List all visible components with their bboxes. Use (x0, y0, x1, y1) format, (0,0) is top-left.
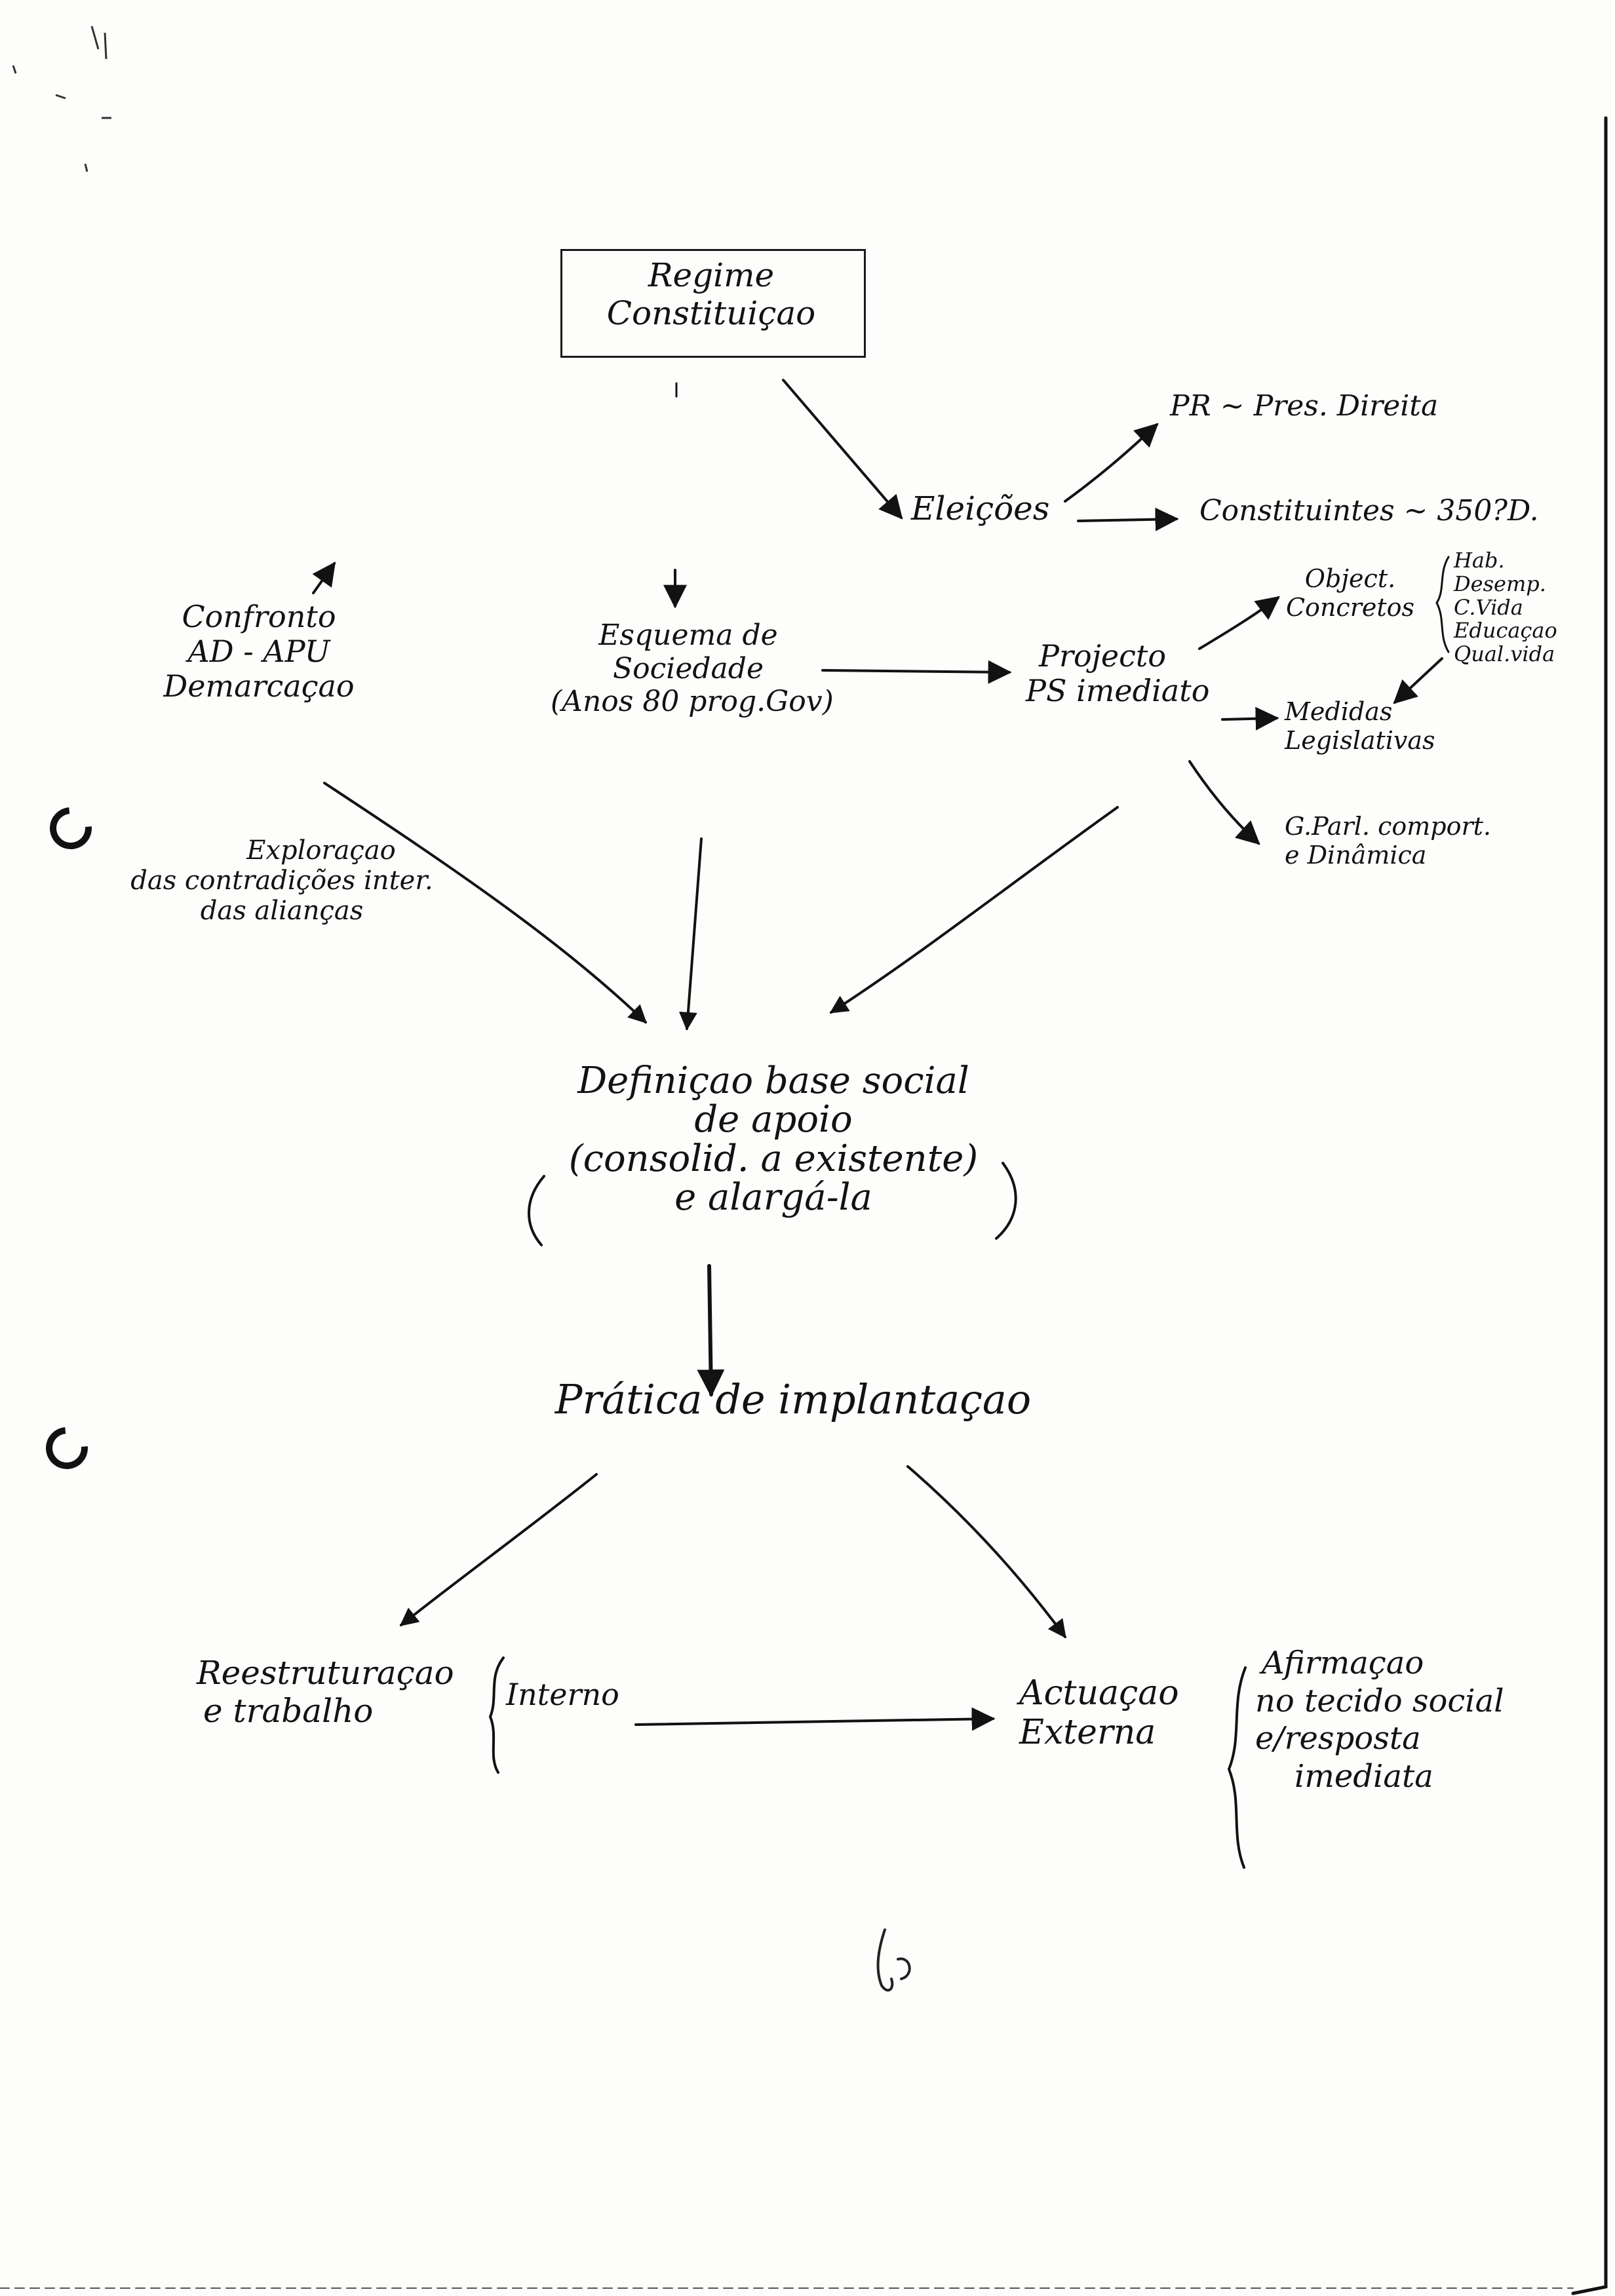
exploracao-line-3: das alianças (200, 896, 364, 926)
node-definicao: Definiçao base social de apoio (consolid… (472, 1062, 1075, 1217)
brace-interno (488, 1656, 505, 1774)
scan-specks (12, 26, 111, 172)
esquema-line-1: Esquema de (598, 619, 778, 652)
objectivos-item-4: Educaçao (1454, 618, 1557, 643)
brace-objectivos (1435, 556, 1450, 653)
afirmacao-line-4: imediata (1294, 1757, 1433, 1795)
node-medidas: Medidas Legislativas (1285, 697, 1435, 755)
node-projecto: Projecto PS imediato (1026, 639, 1209, 708)
page-edge-line (1571, 116, 1608, 2295)
node-interno: Interno (506, 1677, 619, 1712)
exploracao-line-2: das contradições inter. (130, 866, 433, 896)
projecto-line-1: Projecto (1039, 638, 1167, 674)
definicao-line-2: de apoio (694, 1098, 853, 1141)
node-gparl: G.Parl. comport. e Dinâmica (1285, 812, 1491, 870)
scribble-mark (876, 1928, 911, 1992)
arrow-confronto-up (312, 562, 336, 594)
confronto-line-1: Confronto (182, 599, 336, 634)
definicao-line-4: e alargá-la (674, 1176, 872, 1219)
arrow-eleicoes-to-pr (1064, 423, 1159, 503)
objectivos-item-5: Qual.vida (1454, 641, 1555, 667)
actuacao-line-2: Externa (1019, 1712, 1156, 1752)
objectivos-item-2: Desemp. (1454, 571, 1546, 596)
paren-left (528, 1175, 545, 1246)
objectivos-item-3: C.Vida (1454, 594, 1523, 620)
gparl-line-1: G.Parl. comport. (1285, 812, 1491, 841)
confronto-line-2: AD - APU (187, 633, 330, 669)
paren-right (995, 1162, 1017, 1240)
esquema-line-2: Sociedade (613, 651, 764, 685)
arrow-esquema-to-projecto (821, 660, 1012, 684)
projecto-line-2: PS imediato (1026, 672, 1210, 708)
objectivos-line-1: Object. (1304, 564, 1396, 593)
node-regime: Regime Constituiçao (567, 256, 855, 332)
arrow-projecto-to-medidas (1221, 706, 1279, 731)
node-afirmacao: Afirmaçao no tecido social e/resposta im… (1255, 1645, 1504, 1795)
node-actuacao: Actuaçao Externa (1019, 1674, 1179, 1753)
regime-line-1: Regime (648, 256, 775, 294)
regime-line-2: Constituiçao (606, 294, 816, 332)
afirmacao-line-1: Afirmaçao (1262, 1645, 1424, 1681)
brace-afirmacao (1227, 1666, 1247, 1869)
node-confronto: Confronto AD - APU Demarcaçao (131, 600, 387, 704)
node-objectivos-list: Hab. Desemp. C.Vida Educaçao Qual.vida (1454, 548, 1557, 667)
node-constituintes: Constituintes ~ 350?D. (1199, 494, 1539, 527)
gparl-line-2: e Dinâmica (1285, 840, 1427, 870)
node-pratica: Prática de implantaçao (555, 1375, 1032, 1423)
objectivos-item-1: Hab. (1454, 548, 1505, 573)
reestruturacao-line-1: Reestruturaçao (197, 1654, 454, 1692)
regime-box (560, 249, 866, 358)
esquema-line-3: (Anos 80 prog.Gov) (551, 685, 834, 719)
node-esquema: Esquema de Sociedade (Anos 80 prog.Gov) (551, 619, 834, 719)
afirmacao-line-2: no tecido social (1255, 1682, 1504, 1719)
afirmacao-line-3: e/resposta (1255, 1720, 1421, 1757)
medidas-line-2: Legislativas (1285, 725, 1435, 755)
arrow-projecto-to-definicao (829, 806, 1119, 1014)
medidas-line-1: Medidas (1285, 697, 1393, 726)
arrow-pratica-to-actuacao (906, 1465, 1066, 1639)
node-reestruturacao: Reestruturaçao e trabalho (197, 1654, 454, 1730)
actuacao-line-1: Actuaçao (1019, 1674, 1179, 1713)
arrow-esquema-to-definicao (678, 837, 703, 1031)
node-objectivos: Object. Concretos (1278, 564, 1422, 622)
definicao-line-1: Definiçao base social (577, 1060, 969, 1102)
objectivos-line-2: Concretos (1285, 592, 1414, 622)
arrow-interno-to-actuacao (634, 1707, 996, 1731)
definicao-line-3: (consolid. a existente) (568, 1137, 979, 1180)
node-pr: PR ~ Pres. Direita (1170, 389, 1439, 423)
exploracao-line-1: Exploraçao (246, 835, 396, 866)
reestruturacao-line-2: e trabalho (203, 1691, 374, 1730)
node-eleicoes: Eleições (911, 489, 1050, 527)
arrow-definicao-to-pratica (697, 1264, 725, 1398)
arrow-pratica-to-reestruturacao (399, 1473, 598, 1626)
arrow-projecto-to-objectivos (1198, 596, 1280, 650)
arrow-eleicoes-to-constituintes (1077, 507, 1179, 531)
arrow-confronto-to-definicao (323, 782, 648, 1024)
arrow-objectivos-to-medidas (1393, 657, 1443, 704)
arrow-regime-to-eleicoes (782, 379, 903, 520)
arrow-projecto-to-gparl (1188, 760, 1260, 845)
confronto-line-3: Demarcaçao (163, 668, 355, 704)
node-exploracao: Exploraçao das contradições inter. das a… (85, 835, 478, 926)
